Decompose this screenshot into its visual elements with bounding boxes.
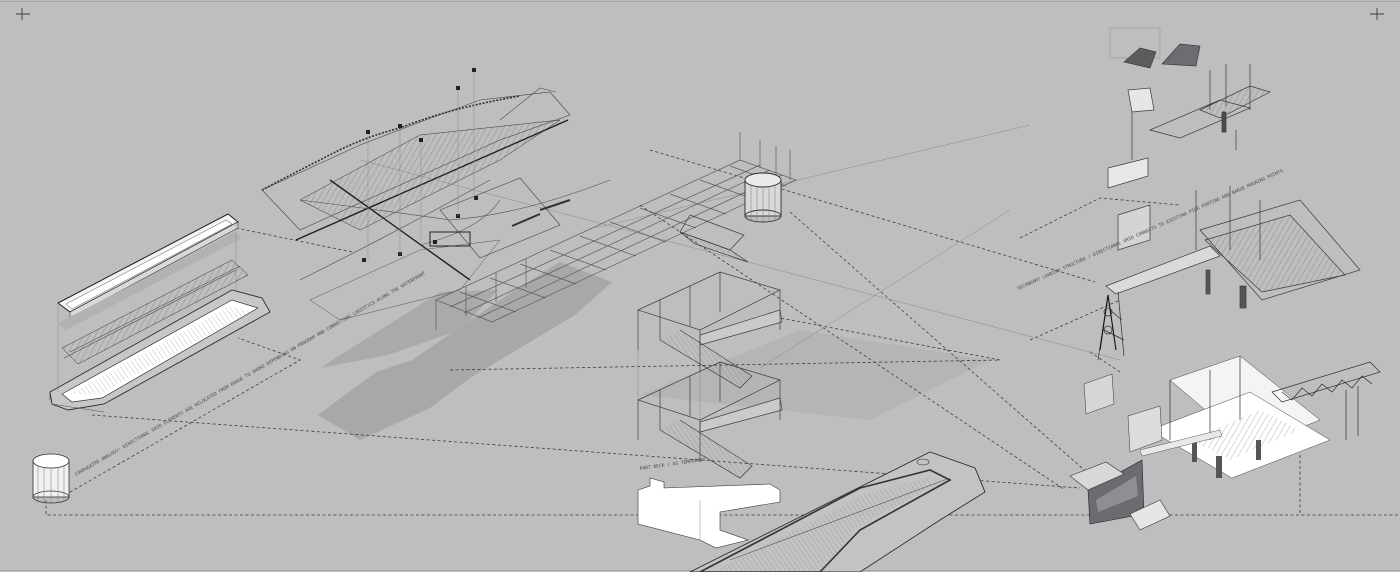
structure-right-middle — [1105, 186, 1361, 309]
stair-annotation: PART DECK / AS TEMPORARY — [639, 457, 706, 472]
pier-grid-structure — [435, 132, 797, 330]
stair-assembly-lower — [637, 350, 783, 479]
silo-cylinder — [32, 453, 70, 504]
hull-barge — [689, 451, 986, 572]
connection-lines — [45, 124, 1400, 516]
platform-right-bottom — [1083, 355, 1381, 479]
structure-right-top — [1107, 27, 1271, 189]
stair-assembly-upper — [637, 214, 783, 389]
barge-canopy-grid — [61, 259, 249, 365]
photo-inset-bottom — [1069, 459, 1171, 531]
site-plates-exploded — [261, 68, 611, 321]
lattice-tower — [1097, 291, 1125, 361]
deck-plan-white — [637, 477, 781, 549]
ground-shadow — [318, 262, 990, 440]
barge-exploded-axon — [49, 213, 271, 413]
tank-cylinder — [744, 172, 782, 223]
